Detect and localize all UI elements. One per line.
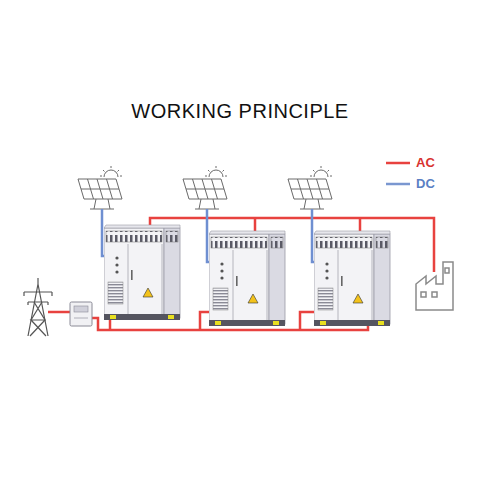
solar-panel [78, 166, 122, 209]
ac-legend-line [386, 162, 410, 165]
electric-meter [70, 302, 92, 326]
legend-label: DC [416, 176, 435, 191]
legend-label: AC [416, 155, 435, 170]
storage-cabinet [104, 225, 180, 320]
storage-cabinet [209, 231, 285, 326]
diagram-title: WORKING PRINCIPLE [0, 100, 480, 123]
dc-legend-line [386, 183, 410, 186]
solar-panel [288, 166, 332, 209]
grid-tower [24, 278, 52, 336]
ac-wiring [48, 218, 434, 330]
factory-load [416, 262, 453, 310]
solar-panel [183, 166, 227, 209]
storage-cabinet [314, 231, 390, 326]
